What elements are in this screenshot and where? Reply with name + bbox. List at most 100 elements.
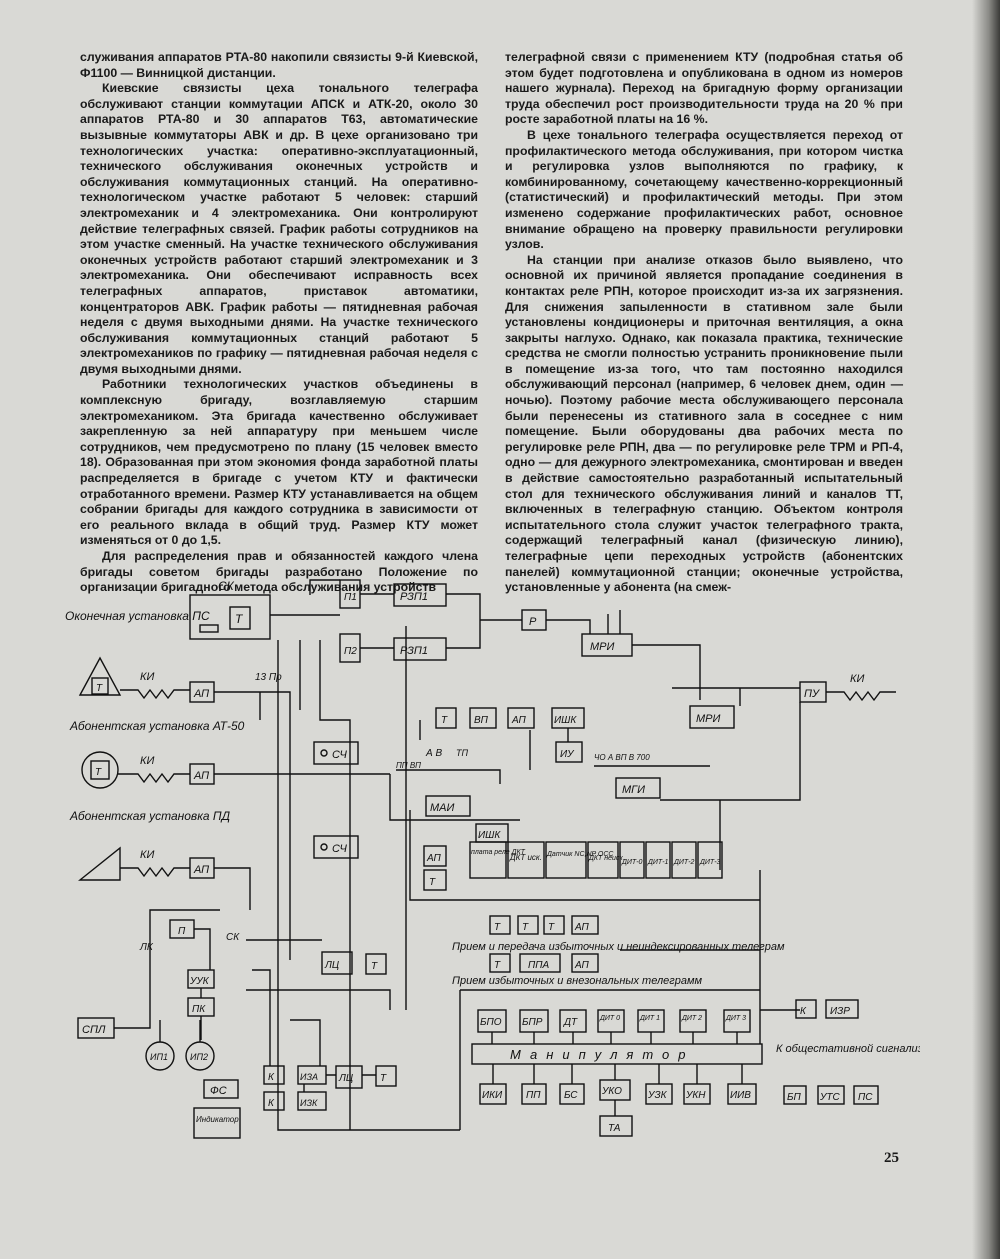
diagram-label: ПС: [858, 1092, 873, 1103]
diagram-label: Т: [429, 877, 436, 888]
diagram-label: ИЗК: [300, 1098, 318, 1108]
diagram-wire: [396, 769, 501, 784]
diagram-label: Прием избыточных и внезональных телеграм…: [452, 975, 702, 987]
dit1-block: [645, 841, 671, 879]
diagram-block: [263, 1065, 285, 1085]
diagram-block: [571, 953, 599, 973]
diagram-label: Т: [522, 922, 529, 933]
diagram-label: Датчик NC,NP ОСС: [546, 851, 614, 858]
paragraph: Для распределения прав и обязанностей ка…: [80, 549, 478, 595]
paragraph: Киевские связисты цеха тонального телегр…: [80, 81, 478, 376]
diagram-label: ПП: [526, 1090, 541, 1101]
diagram-wire: [826, 690, 896, 702]
diagram-label: ТА: [608, 1123, 621, 1134]
diagram-label: ИП2: [190, 1052, 208, 1062]
diagram-label: Т: [494, 922, 501, 933]
diagram-wire: [299, 579, 351, 1130]
diagram-label: ИП1: [150, 1052, 168, 1062]
diagram-wire: [660, 687, 801, 870]
diagram-wire: [270, 593, 701, 700]
diagram-label: УКН: [685, 1090, 706, 1101]
dkt-isk-block: [507, 841, 545, 879]
diagram-label: СЧ: [332, 749, 347, 761]
diagram-wire: [214, 626, 800, 1131]
diagram-block: [571, 915, 599, 935]
izr-block: [825, 999, 859, 1019]
diagram-label: А В: [425, 748, 442, 759]
label-abon-at50: Абонентская установка АТ-50: [69, 719, 245, 733]
diagram-label: СК: [226, 932, 240, 943]
vp-block: [469, 707, 497, 729]
diagram-label: ДИТ 3: [725, 1015, 746, 1022]
rzp1-block-b: [393, 637, 447, 661]
paragraph: служивания аппаратов РТА-80 накопили свя…: [80, 50, 478, 80]
sch-block-1: [313, 741, 359, 765]
block-diagram: СК Т П1 РЗП1 П2 РЗП1 Р МРИ Оконечная уст…: [60, 570, 947, 1150]
diagram-label: ЧО А ВП В 700: [594, 753, 650, 762]
diagram-label: К общестативной сигнализации: [776, 1043, 920, 1055]
diagram-block: [817, 1085, 845, 1105]
diagram-label: ИЗА: [300, 1072, 318, 1082]
diagram-label: Т: [371, 961, 378, 972]
diagram-label: КИ: [140, 849, 154, 861]
diagram-label: ДКТ неиск.: [588, 855, 625, 862]
ppa-block: [519, 953, 561, 973]
diagram-label: УТС: [819, 1092, 841, 1103]
diagram-label: Т: [235, 612, 244, 626]
diagram-label: ВП: [474, 715, 489, 726]
diagram-label: ППА: [528, 960, 549, 971]
diagram-label: КИ: [140, 671, 154, 683]
dit2-block: [671, 841, 697, 879]
lc-block: [321, 951, 353, 975]
diagram-label: Манипулятор: [510, 1047, 695, 1062]
diagram-block: [263, 1091, 285, 1111]
diagram-label: ДИТ-3: [699, 859, 721, 866]
dkt-neisk-block: [587, 841, 619, 879]
diagram-label: Прием и передача избыточных и неиндексир…: [452, 941, 785, 953]
diagram-label: СЧ: [332, 843, 347, 855]
diagram-label: КИ: [140, 755, 154, 767]
diagram-label: Т: [95, 767, 102, 778]
diagram-label: Т: [380, 1073, 387, 1084]
diagram-block: [489, 953, 511, 973]
dit0-block: [619, 841, 645, 879]
paragraph: Работники технологических участков объед…: [80, 377, 478, 548]
diagram-label: УЗК: [647, 1090, 668, 1101]
diagram-block: [81, 751, 119, 789]
t-block: [229, 606, 251, 630]
diagram-wire: [114, 909, 220, 1042]
diagram-block: [90, 760, 110, 780]
diagram-block: [517, 915, 539, 935]
diagram-block: [320, 843, 328, 851]
diagram-label: АП: [511, 715, 526, 726]
label-ck: СК: [218, 579, 235, 593]
paragraph: телеграфной связи с применением КТУ (под…: [505, 50, 903, 127]
ck-block: [189, 594, 271, 640]
diagram-wire: [120, 688, 190, 700]
diagram-block: [375, 1065, 397, 1087]
diagram-block: [335, 1065, 363, 1089]
diagram-block: [91, 677, 109, 695]
diagram-label: РЗП1: [400, 591, 428, 603]
diagram-block: [365, 953, 387, 975]
diagram-label: МРИ: [590, 641, 615, 653]
mri-block-2: [689, 705, 735, 729]
dit3-block: [697, 841, 723, 879]
diagram-label: МРИ: [696, 713, 721, 725]
diagram-label: ДКТ иск.: [509, 853, 542, 862]
diagram-block: [795, 999, 817, 1019]
diagram-block: [783, 1085, 807, 1105]
indikator-block: [193, 1107, 241, 1139]
label-okon: Оконечная установка ПС: [65, 609, 210, 623]
diagram-label: К: [800, 1006, 807, 1017]
diagram-label: Р: [529, 616, 537, 628]
diagram-wire: [246, 939, 391, 1092]
diagram-label: К: [268, 1072, 275, 1083]
diagram-label: АП: [193, 864, 209, 876]
diagram-label: П: [178, 926, 186, 937]
diagram-label: МАИ: [430, 802, 455, 814]
diagram-label: ИИВ: [730, 1090, 751, 1101]
diagram-label: ТП: [456, 748, 468, 758]
diagram-label: УУК: [189, 976, 210, 987]
diagram-label: П1: [344, 592, 357, 603]
